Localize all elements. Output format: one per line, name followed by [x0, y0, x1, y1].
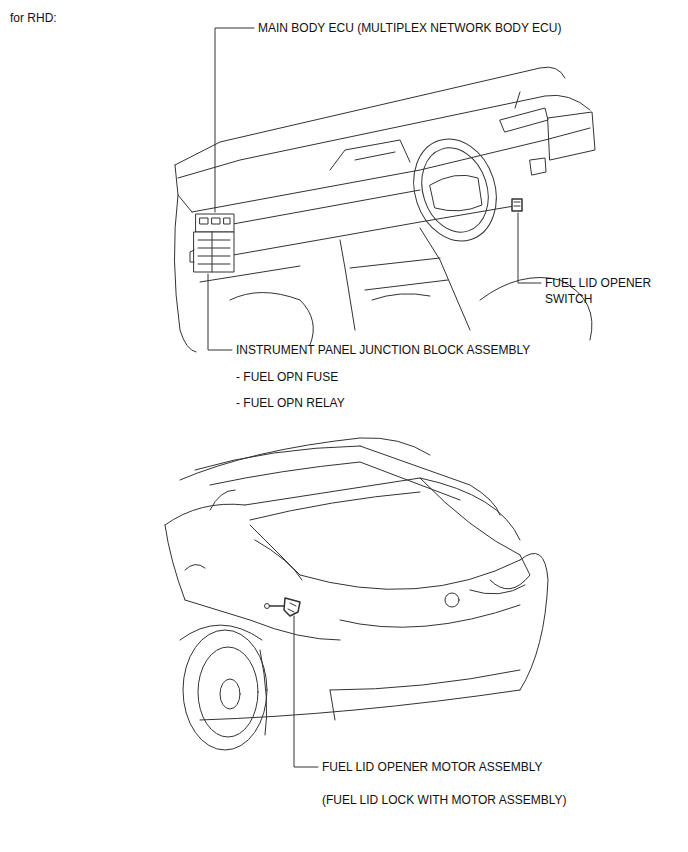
leader-lines	[208, 28, 541, 767]
car-rear-drawing	[165, 438, 548, 750]
part-name: INSTRUMENT PANEL JUNCTION BLOCK ASSEMBLY	[236, 342, 530, 358]
sub-part-name: - FUEL OPN RELAY	[236, 395, 345, 411]
part-name: FUEL LID OPENER SWITCH	[545, 275, 670, 307]
dashboard-drawing	[174, 67, 595, 352]
part-name: MAIN BODY ECU (MULTIPLEX NETWORK BODY EC…	[258, 20, 561, 36]
diagram-title: for RHD:	[10, 10, 57, 26]
part-note: (FUEL LID LOCK WITH MOTOR ASSEMBLY)	[322, 792, 566, 808]
part-name: FUEL LID OPENER MOTOR ASSEMBLY	[322, 759, 543, 775]
sub-part-name: - FUEL OPN FUSE	[236, 369, 338, 385]
